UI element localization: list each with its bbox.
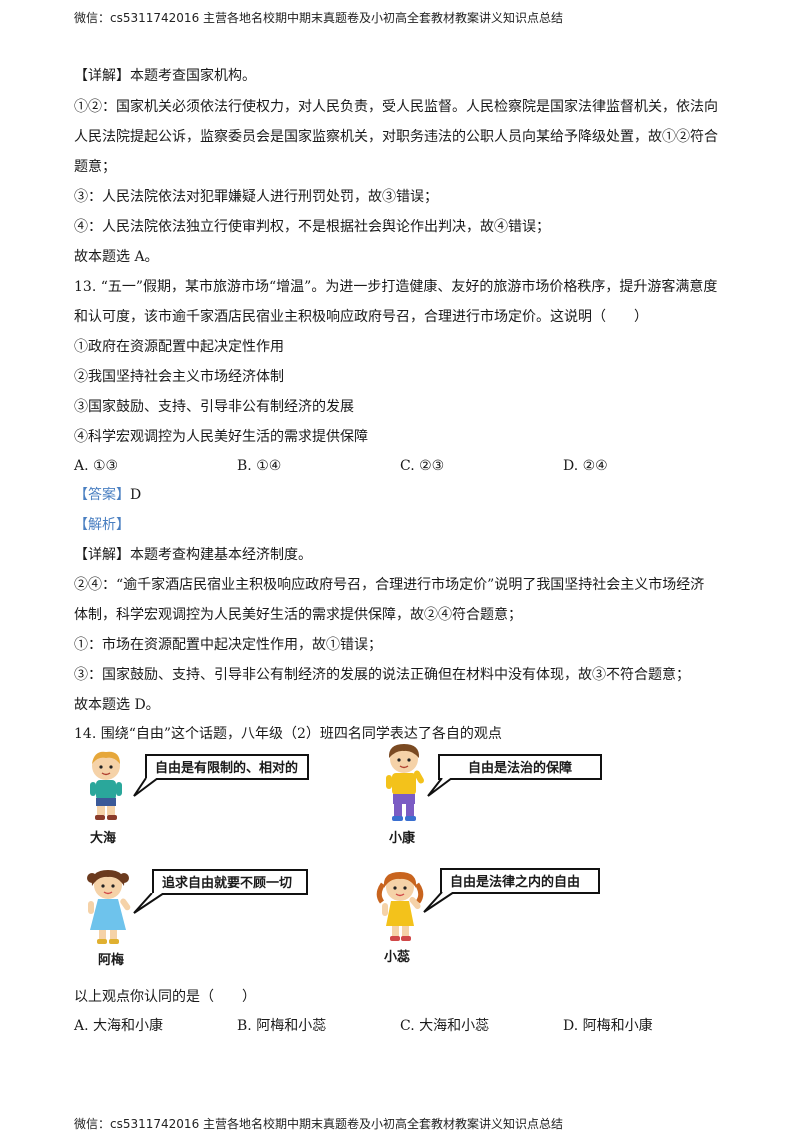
- speech-bubble-xiaorui: 自由是法律之内的自由: [440, 868, 600, 894]
- q13-explain-line: 故本题选 D。: [74, 697, 160, 713]
- q12-explain-line: 题意；: [74, 159, 116, 175]
- speech-bubble-tail: [133, 893, 165, 914]
- q14-question: 以上观点你认同的是（ ）: [74, 989, 256, 1005]
- page-header: 微信：cs5311742016 主营各地名校期中期末真题卷及小初高全套教材教案讲…: [74, 11, 564, 25]
- boy-xiaokang-illustration: [386, 744, 424, 821]
- page-footer: 微信：cs5311742016 主营各地名校期中期末真题卷及小初高全套教材教案讲…: [74, 1117, 564, 1131]
- q13-answer: 【答案】D: [74, 486, 141, 504]
- q13-explain-line: ①：市场在资源配置中起决定性作用，故①错误；: [74, 637, 382, 653]
- q13-option-d: D. ②④: [563, 458, 608, 474]
- answer-value: D: [130, 487, 142, 503]
- q14-option-b: B. 阿梅和小蕊: [237, 1018, 327, 1034]
- q13-item: ③国家鼓励、支持、引导非公有制经济的发展: [74, 399, 354, 415]
- q13-item: ②我国坚持社会主义市场经济体制: [74, 369, 284, 385]
- q12-explain-line: ①②：国家机关必须依法行使权力，对人民负责，受人民监督。人民检察院是国家法律监督…: [74, 99, 718, 115]
- analysis-label: 【解析】: [74, 517, 130, 533]
- student-name-amei: 阿梅: [98, 953, 125, 968]
- q13-explain-line: ③：国家鼓励、支持、引导非公有制经济的发展的说法正确但在材料中没有体现，故③不符…: [74, 667, 690, 683]
- student-name-xiaorui: 小蕊: [384, 950, 411, 965]
- q13-stem-line: 和认可度，该市逾千家酒店民宿业主积极响应政府号召，合理进行市场定价。这说明（ ）: [74, 309, 648, 325]
- q12-explain-line: 人民法院提起公诉，监察委员会是国家监察机关，对职务违法的公职人员向某给予降级处置…: [74, 129, 718, 145]
- q14-stem: 14. 围绕“自由”这个话题，八年级（2）班四名同学表达了各自的观点: [74, 726, 502, 742]
- q13-option-c: C. ②③: [400, 458, 445, 474]
- speech-bubble-tail: [133, 778, 159, 797]
- q14-option-d: D. 阿梅和小康: [563, 1018, 653, 1034]
- q13-stem-line: 13. “五一”假期，某市旅游市场“增温”。为进一步打造健康、友好的旅游市场价格…: [74, 279, 718, 295]
- q13-explain-line: 体制，科学宏观调控为人民美好生活的需求提供保障，故②④符合题意；: [74, 607, 522, 623]
- q12-explain-line: 故本题选 A。: [74, 249, 159, 265]
- q13-item: ④科学宏观调控为人民美好生活的需求提供保障: [74, 429, 368, 445]
- q13-option-a: A. ①③: [74, 458, 119, 474]
- girl-amei-illustration: [87, 870, 131, 944]
- q13-item: ①政府在资源配置中起决定性作用: [74, 339, 284, 355]
- girl-xiaorui-illustration: [376, 872, 424, 941]
- q12-explain-line: ④：人民法院依法独立行使审判权，不是根据社会舆论作出判决，故④错误；: [74, 219, 550, 235]
- student-name-dahai: 大海: [90, 831, 117, 846]
- answer-label: 【答案】: [74, 487, 130, 503]
- speech-bubble-tail: [423, 892, 455, 913]
- q12-explain-line: ③：人民法院依法对犯罪嫌疑人进行刑罚处罚，故③错误；: [74, 189, 438, 205]
- q13-option-b: B. ①④: [237, 458, 282, 474]
- q14-option-a: A. 大海和小康: [74, 1018, 164, 1034]
- boy-dahai-illustration: [90, 751, 122, 820]
- q14-option-c: C. 大海和小蕊: [400, 1018, 490, 1034]
- q13-explain-line: ②④：“逾千家酒店民宿业主积极响应政府号召，合理进行市场定价”说明了我国坚持社会…: [74, 577, 705, 593]
- speech-bubble-xiaokang: 自由是法治的保障: [438, 754, 602, 780]
- speech-bubble-dahai: 自由是有限制的、相对的: [145, 754, 309, 780]
- speech-bubble-amei: 追求自由就要不顾一切: [152, 869, 308, 895]
- q13-explain-line: 【详解】本题考查构建基本经济制度。: [74, 547, 312, 563]
- student-name-xiaokang: 小康: [389, 831, 416, 846]
- q12-explain-line: 【详解】本题考查国家机构。: [74, 68, 256, 84]
- speech-bubble-tail: [427, 778, 453, 797]
